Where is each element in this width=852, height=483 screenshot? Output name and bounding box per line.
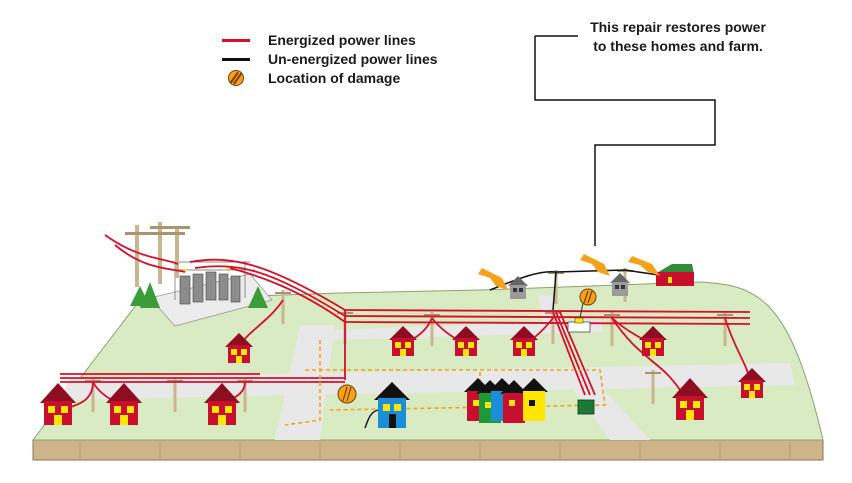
energized-line-swatch [222, 38, 250, 42]
unenergized-line-swatch [222, 57, 250, 61]
legend-unenergized-label: Un-energized power lines [268, 51, 438, 67]
damage-marker-icon [228, 70, 244, 86]
damage-marker-pole-icon [579, 288, 597, 306]
legend-energized: Energized power lines [222, 31, 416, 49]
damage-marker-underground-icon [337, 384, 357, 404]
callout-line-2: to these homes and farm. [593, 38, 763, 54]
legend-energized-label: Energized power lines [268, 32, 416, 48]
repair-callout: This repair restores power to these home… [560, 18, 796, 56]
legend-damage-label: Location of damage [268, 70, 401, 86]
legend-unenergized: Un-energized power lines [222, 50, 438, 68]
callout-line-1: This repair restores power [590, 19, 766, 35]
legend-damage: Location of damage [222, 69, 400, 87]
